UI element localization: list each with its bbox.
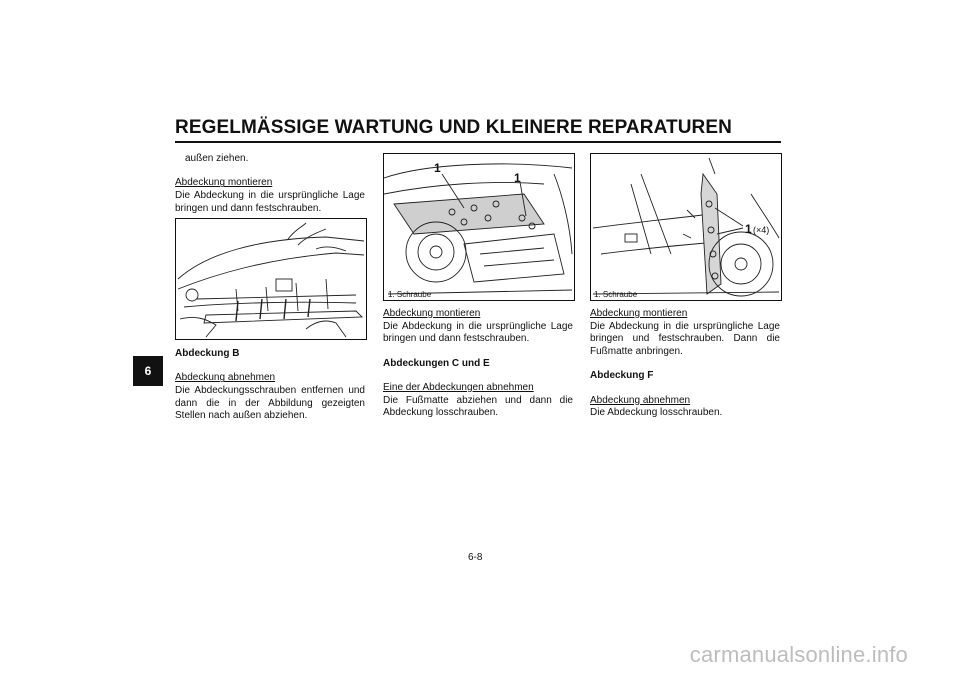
subheading-remove-ce: Eine der Abdeckungen abnehmen [383,381,534,393]
instruction-mount-b: Die Abdeckung in die ursprüngliche Lage … [383,320,573,345]
callout-screw-qty: (×4) [753,225,769,235]
subheading-remove-f: Abdeckung abnehmen [590,394,691,406]
caption-panel-f: 1. Schraube [594,290,638,299]
callout-screw-2: 1 [514,171,521,185]
subheading-mount-ce: Abdeckung montieren [590,308,688,319]
figure-panel-b [175,218,367,340]
column-2: Abdeckung montieren Die Abdeckung in die… [383,308,573,420]
figure-panel-f: 1 (×4) [590,153,782,301]
instruction-remove-f: Die Abdeckung losschrauben. [590,407,723,419]
continuation-text: außen ziehen. [185,153,249,164]
subheading-remove-b: Abdeckung abnehmen [175,372,276,384]
panel-f-illustration: 1 (×4) [592,157,780,297]
instruction-remove-ce: Die Fußmatte abziehen und dann die Abdec… [383,394,573,419]
figure-panel-ce: 1 1 [383,153,575,301]
heading-cover-ce: Abdeckungen C und E [383,357,490,369]
panel-b-illustration [177,222,365,338]
heading-cover-f: Abdeckung F [590,370,654,382]
callout-screw-1: 1 [434,161,441,175]
caption-panel-ce: 1. Schraube [388,290,432,299]
panel-ce-illustration: 1 1 [384,161,573,295]
page-number: 6-8 [468,552,483,563]
instruction-mount-a: Die Abdeckung in die ursprüngliche Lage … [175,189,365,214]
watermark: carmanualsonline.info [689,642,908,667]
subheading-mount-a: Abdeckung montieren [175,177,273,189]
title-rule [175,141,781,143]
callout-screw-f: 1 [745,222,752,236]
heading-cover-b: Abdeckung B [175,348,240,359]
instruction-remove-b: Die Abdeckungsschrauben entfernen und da… [175,384,365,422]
column-1: außen ziehen. Abdeckung montieren Die Ab… [175,153,365,215]
instruction-mount-ce: Die Abdeckung in die ursprüngliche Lage … [590,320,780,357]
page-title: REGELMÄSSIGE WARTUNG UND KLEINERE REPARA… [175,117,732,138]
subheading-mount-b: Abdeckung montieren [383,308,481,319]
chapter-tab: 6 [133,356,163,386]
column-3: Abdeckung montieren Die Abdeckung in die… [590,308,780,420]
column-1-lower: Abdeckung B Abdeckung abnehmen Die Abdec… [175,348,365,423]
